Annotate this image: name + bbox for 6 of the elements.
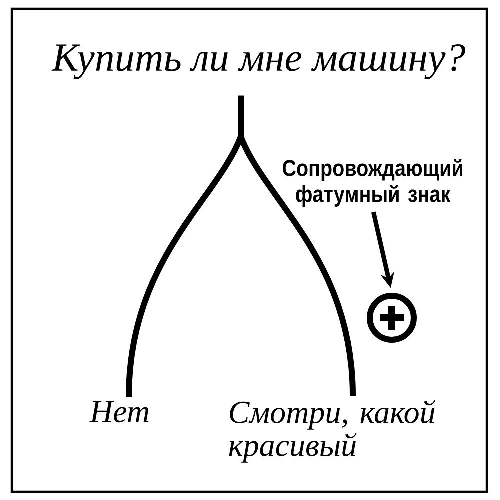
answer-text: Смотри, какой красивый [229,400,436,463]
question-text: Купить ли мне машину? [52,44,466,80]
annotation-text: Сопровождающий фатумный знак [282,159,463,207]
branch-line [238,96,356,396]
plus-circle-symbol [367,293,417,343]
answer-text: Нет [90,401,149,423]
